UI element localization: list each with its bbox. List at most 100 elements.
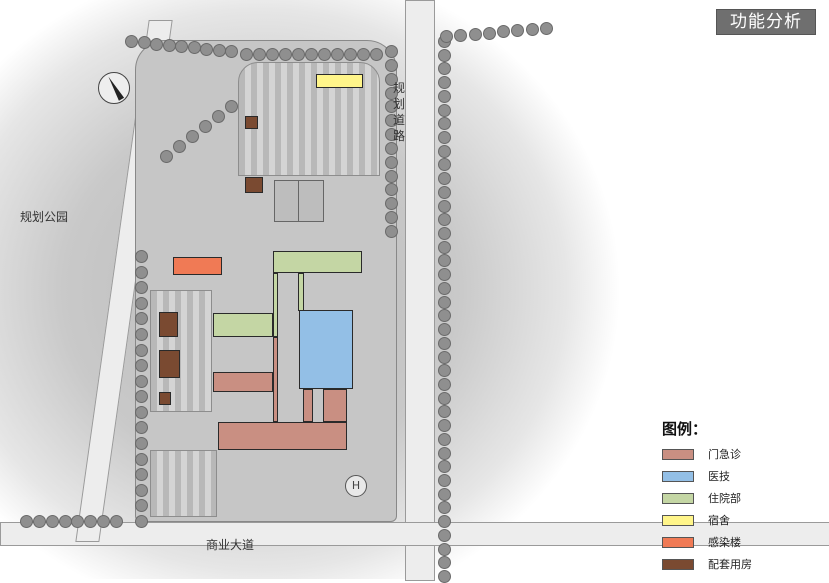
tree	[135, 296, 148, 310]
tree	[385, 155, 398, 169]
tree	[438, 556, 451, 570]
tree	[135, 452, 148, 466]
west-park-label: 规划公园	[20, 210, 69, 224]
tree	[438, 405, 451, 419]
tree	[525, 23, 539, 37]
east-road	[405, 0, 435, 581]
tree	[135, 468, 148, 482]
tree	[331, 48, 344, 61]
tree	[438, 391, 451, 405]
tree	[84, 515, 98, 528]
tree	[135, 250, 148, 263]
legend-title: 图例：	[662, 420, 708, 438]
medical-technology-building	[299, 310, 353, 389]
outpatient-connector	[273, 337, 278, 422]
tree	[385, 197, 398, 211]
tree	[438, 309, 451, 323]
tree	[497, 25, 511, 39]
tree	[438, 501, 451, 515]
tree	[385, 128, 398, 142]
tree	[468, 27, 482, 41]
tree	[385, 72, 398, 86]
tree	[438, 199, 451, 213]
inpatient-building-north	[273, 251, 362, 273]
legend-item-dormitory: 宿舍	[662, 509, 752, 531]
tree	[438, 487, 451, 501]
tree	[135, 312, 148, 326]
tree	[438, 103, 451, 117]
tree	[58, 515, 72, 528]
tree	[385, 100, 398, 114]
tree	[173, 140, 186, 153]
legend-item-support: 配套用房	[662, 553, 752, 575]
tree	[71, 515, 85, 528]
tree	[385, 211, 398, 225]
tree	[385, 225, 398, 238]
outpatient-block-east-1	[303, 389, 313, 422]
legend-item-medical-tech: 医技	[662, 465, 752, 487]
tree	[135, 265, 148, 279]
tree	[438, 295, 451, 309]
tree	[385, 183, 398, 197]
basketball-court	[274, 180, 324, 222]
tree	[225, 100, 238, 113]
legend-item-outpatient: 门急诊	[662, 443, 752, 465]
tree	[438, 350, 451, 364]
tree	[212, 110, 225, 123]
tree	[438, 460, 451, 474]
tree	[199, 120, 212, 133]
legend-label: 医技	[708, 470, 730, 483]
tree	[162, 38, 176, 52]
tree	[438, 240, 451, 254]
tree	[438, 419, 451, 433]
tree	[438, 172, 451, 186]
support-building-4	[159, 350, 180, 378]
tree	[344, 48, 357, 61]
legend-swatch	[662, 514, 694, 526]
infection-building	[173, 257, 222, 275]
helipad: H	[345, 475, 367, 497]
tree	[200, 42, 213, 56]
tree	[438, 131, 451, 145]
inpatient-connector-2	[298, 273, 304, 311]
tree	[125, 35, 138, 48]
tree	[438, 570, 451, 583]
tree	[97, 515, 111, 528]
outpatient-emergency-building	[218, 422, 347, 450]
tree	[438, 336, 451, 350]
tree	[438, 227, 451, 241]
tree	[438, 213, 451, 227]
tree	[135, 359, 148, 373]
tree	[135, 390, 148, 404]
outpatient-building-west	[213, 372, 273, 392]
tree	[438, 515, 451, 529]
inpatient-connector-1	[273, 273, 278, 337]
tree	[225, 45, 238, 58]
tree	[110, 515, 123, 528]
south-road-label: 商业大道	[206, 538, 255, 552]
tree	[240, 48, 253, 61]
tree	[438, 268, 451, 282]
tree	[212, 43, 226, 57]
tree	[135, 281, 148, 295]
tree	[438, 89, 451, 103]
tree	[385, 141, 398, 155]
legend-label: 宿舍	[708, 514, 730, 527]
tree	[135, 483, 148, 497]
tree	[438, 528, 451, 542]
tree	[135, 421, 148, 435]
tree	[540, 22, 553, 35]
tree	[20, 515, 33, 528]
legend-label: 门急诊	[708, 448, 741, 461]
tree	[253, 48, 266, 61]
tree	[135, 374, 148, 388]
tree	[440, 30, 453, 43]
east-road-text: 规划道路	[392, 81, 405, 143]
tree	[186, 130, 199, 143]
tree	[135, 499, 148, 513]
tree	[137, 36, 151, 50]
legend-swatch	[662, 470, 694, 482]
tree	[187, 41, 201, 55]
tree	[45, 515, 59, 528]
